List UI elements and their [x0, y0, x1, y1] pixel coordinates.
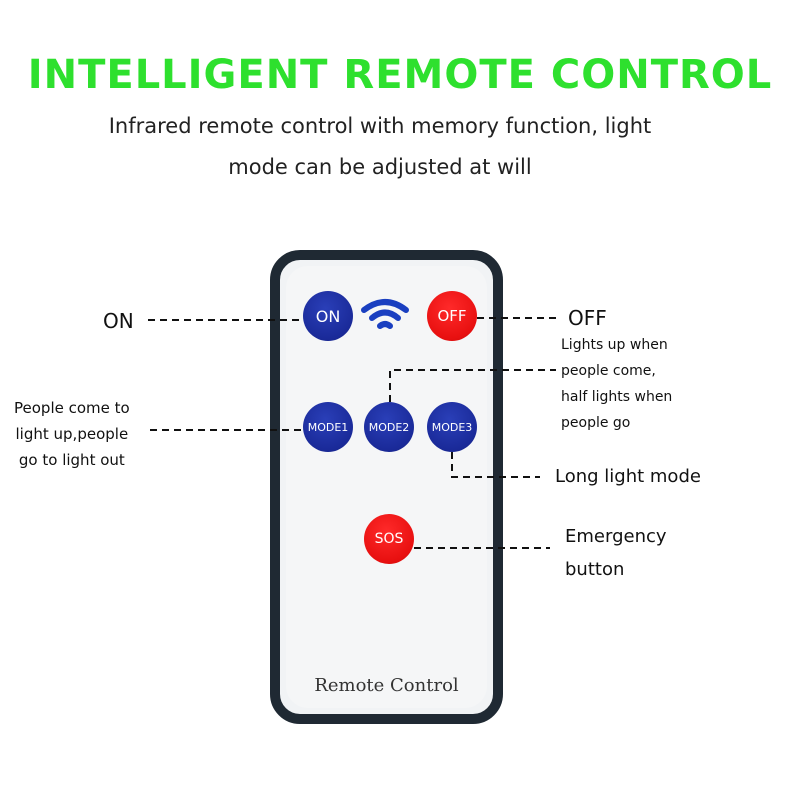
mode2-button[interactable]: MODE2 [364, 402, 414, 452]
subtitle-line-2: mode can be adjusted at will [228, 155, 532, 179]
remote-label: Remote Control [314, 675, 459, 696]
mode3-callout-label: Long light mode [555, 466, 701, 487]
page-title: INTELLIGENT REMOTE CONTROL [27, 52, 773, 98]
off-button[interactable]: OFF [427, 291, 477, 341]
off-callout-label: OFF [568, 306, 607, 330]
sos-callout-text: Emergency button [565, 526, 667, 580]
subtitle-line-1: Infrared remote control with memory func… [108, 114, 652, 138]
mode2-callout-text: Lights up when people come, half lights … [561, 337, 673, 431]
on-button[interactable]: ON [303, 291, 353, 341]
mode1-button[interactable]: MODE1 [303, 402, 353, 452]
mode3-button[interactable]: MODE3 [427, 402, 477, 452]
on-callout-label: ON [103, 309, 134, 333]
wireless-signal-icon [361, 299, 409, 329]
sos-button[interactable]: SOS [364, 514, 414, 564]
mode1-callout-text: People come to light up,people go to lig… [14, 399, 130, 469]
